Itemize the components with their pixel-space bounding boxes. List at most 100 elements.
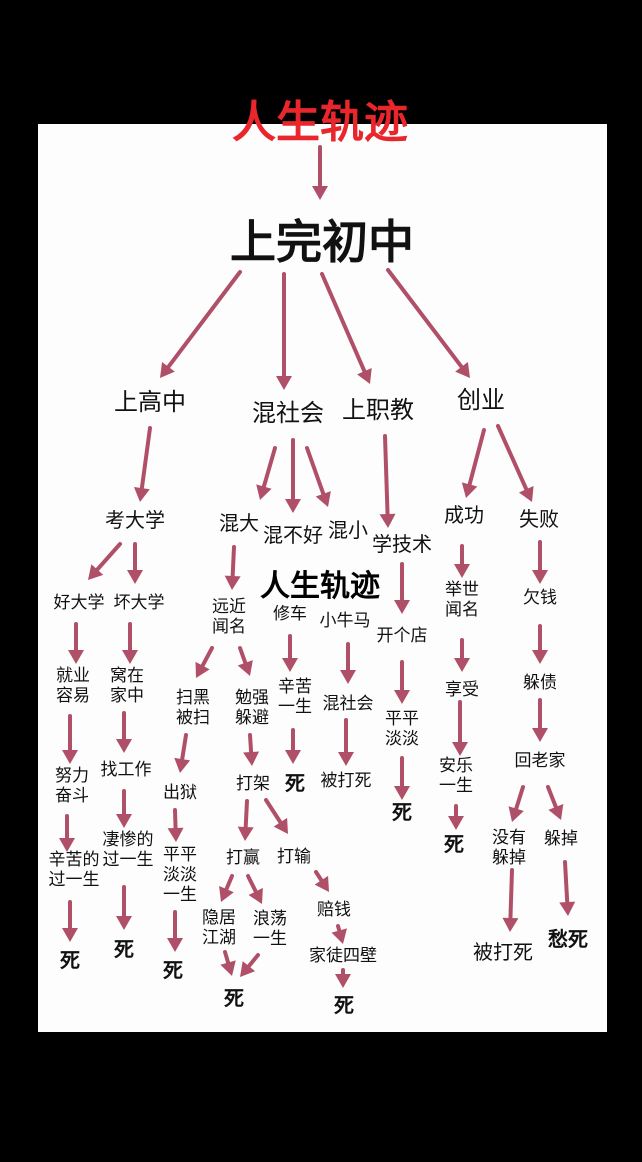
node-famous-local: 远近 闻名 xyxy=(212,596,246,637)
arrow-head xyxy=(338,752,354,766)
arrow-head xyxy=(237,660,253,676)
node-escaped: 躲掉 xyxy=(544,828,578,849)
arrow-head xyxy=(394,690,410,704)
arrow-line xyxy=(139,426,152,491)
node-failure: 失败 xyxy=(519,507,559,532)
arrow-head xyxy=(314,875,329,892)
arrow-head xyxy=(195,661,210,678)
arrow-line xyxy=(224,874,234,892)
arrow-line xyxy=(95,542,122,572)
node-death-5: 死 xyxy=(114,937,134,962)
arrow-line xyxy=(248,733,254,755)
arrow-line xyxy=(246,953,260,969)
node-society: 混社会 xyxy=(252,398,324,427)
node-plain-1: 平平 淡淡 xyxy=(385,708,419,749)
node-hide-debt: 躲债 xyxy=(523,672,557,693)
arrow-head xyxy=(518,485,534,502)
arrow-line xyxy=(243,799,249,830)
node-small-horse: 小牛马 xyxy=(319,610,371,631)
node-death-2: 死 xyxy=(392,800,412,825)
arrow-head xyxy=(116,814,132,828)
arrow-head xyxy=(167,827,184,842)
node-small-gang: 混小 xyxy=(328,518,368,543)
arrow-head xyxy=(508,806,524,822)
node-plain-2: 平平 淡淡 一生 xyxy=(163,844,197,906)
node-startup: 创业 xyxy=(457,385,505,414)
node-worry-death: 愁死 xyxy=(548,927,588,952)
arrow-head xyxy=(312,186,328,200)
arrow-line xyxy=(320,272,367,374)
node-society-2: 混社会 xyxy=(322,693,374,714)
arrow-head xyxy=(532,728,548,742)
arrow-head xyxy=(237,826,254,841)
arrow-head xyxy=(454,564,470,578)
arrow-head xyxy=(357,367,372,384)
node-employment: 就业 容易 xyxy=(56,665,90,706)
node-hard-life-2: 辛苦的 过一生 xyxy=(48,849,100,890)
node-destitute: 家徒四壁 xyxy=(309,945,377,966)
arrow-line xyxy=(230,545,236,579)
arrow-head xyxy=(62,750,78,764)
overlay-caption: 人生轨迹 xyxy=(256,561,384,605)
node-go-home: 回老家 xyxy=(514,750,566,771)
arrow-head xyxy=(394,600,410,614)
node-strive: 努力 奋斗 xyxy=(55,765,89,806)
node-vocational: 上职教 xyxy=(342,395,414,424)
arrow-head xyxy=(461,482,478,498)
arrow-head xyxy=(452,742,468,756)
arrow-head xyxy=(88,564,104,580)
arrow-line xyxy=(223,950,231,965)
arrow-line xyxy=(173,808,178,831)
arrow-head xyxy=(315,491,331,507)
arrow-head xyxy=(559,901,576,916)
arrow-head xyxy=(502,917,519,932)
arrow-head xyxy=(532,650,548,664)
node-lose-fight: 打输 xyxy=(277,846,311,867)
arrow-head xyxy=(127,570,143,584)
arrow-head xyxy=(62,928,78,942)
page-title: 人生轨迹 xyxy=(232,97,408,148)
node-death-6: 死 xyxy=(163,958,183,983)
arrow-head xyxy=(273,817,288,834)
arrow-line xyxy=(514,785,525,811)
node-stay-home: 窝在 家中 xyxy=(110,665,144,706)
node-barely-avoid: 勉强 躲避 xyxy=(235,687,269,728)
arrow-head xyxy=(282,658,298,672)
node-root: 上完初中 xyxy=(230,214,414,269)
arrow-line xyxy=(336,924,342,933)
node-big-gang: 混大 xyxy=(219,511,259,536)
arrow-line xyxy=(200,646,214,668)
node-death-3: 死 xyxy=(444,832,464,857)
arrow-line xyxy=(467,428,486,487)
arrow-head xyxy=(248,887,263,904)
arrow-head xyxy=(331,928,347,944)
node-find-job: 找工作 xyxy=(100,759,152,780)
arrow-head xyxy=(167,938,183,952)
node-debt: 欠钱 xyxy=(523,587,557,608)
arrow-line xyxy=(563,860,570,905)
arrow-head xyxy=(174,757,191,773)
node-beaten-1: 被打死 xyxy=(320,770,372,791)
node-hermit: 隐居 江湖 xyxy=(202,907,236,948)
node-world-famous: 举世 闻名 xyxy=(445,579,479,620)
node-success: 成功 xyxy=(444,503,484,528)
node-exam: 考大学 xyxy=(105,508,165,533)
arrow-head xyxy=(448,816,464,830)
arrow-line xyxy=(305,446,326,496)
node-release: 出狱 xyxy=(163,782,197,803)
arrow-head xyxy=(379,513,396,528)
arrow-line xyxy=(238,646,248,665)
arrow-head xyxy=(59,838,75,852)
node-death-7: 死 xyxy=(224,986,244,1011)
arrow-head xyxy=(116,916,132,930)
arrow-line xyxy=(261,446,277,489)
arrow-head xyxy=(256,484,272,500)
node-bad-uni: 坏大学 xyxy=(113,592,165,613)
node-failing: 混不好 xyxy=(263,523,323,548)
arrow-line xyxy=(246,874,258,894)
arrow-head xyxy=(532,570,548,584)
node-crackdown: 扫黑 被扫 xyxy=(176,687,210,728)
arrow-head xyxy=(224,575,241,590)
node-repair-car: 修车 xyxy=(273,603,307,624)
